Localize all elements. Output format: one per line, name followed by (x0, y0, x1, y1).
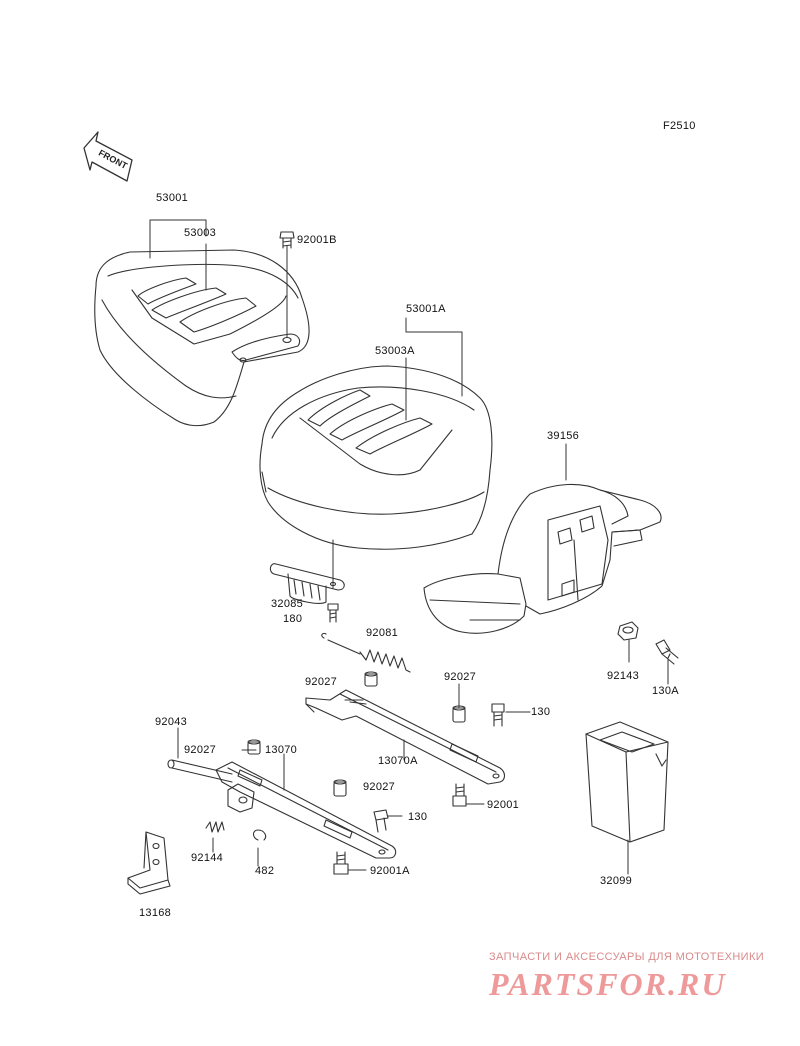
label-92027-d: 92027 (363, 781, 396, 793)
label-32085: 32085 (271, 598, 304, 610)
label-13168: 13168 (139, 907, 172, 919)
label-130-b: 130 (408, 811, 428, 823)
bracket-13168 (127, 831, 171, 895)
bolt-92001A (333, 851, 349, 875)
label-92001A: 92001A (370, 865, 410, 877)
stay-13070A (305, 689, 506, 785)
label-92027-b: 92027 (444, 671, 477, 683)
seat-53001 (94, 249, 310, 427)
pin-92043 (167, 759, 233, 783)
label-92027-a: 92027 (305, 676, 338, 688)
figure-code: F2510 (663, 120, 696, 132)
label-130-a: 130 (531, 706, 551, 718)
bolt-130-b (373, 809, 389, 833)
box-32099 (585, 721, 669, 843)
bolt-92001 (452, 783, 467, 807)
label-92027-c: 92027 (184, 744, 217, 756)
label-32099: 32099 (600, 875, 633, 887)
label-53003A: 53003A (375, 345, 415, 357)
label-92001B: 92001B (297, 234, 337, 246)
stay-13070 (215, 761, 397, 859)
label-39156: 39156 (547, 430, 580, 442)
bolt-130-a (491, 703, 505, 727)
label-180: 180 (283, 613, 303, 625)
label-482: 482 (255, 865, 275, 877)
clip-482 (252, 829, 267, 841)
label-53001A: 53001A (406, 303, 446, 315)
collar-92027-b (452, 705, 466, 723)
label-130A: 130A (652, 685, 679, 697)
label-92001: 92001 (487, 799, 520, 811)
label-13070A: 13070A (378, 755, 418, 767)
label-92081: 92081 (366, 627, 399, 639)
spring-92081 (321, 632, 411, 673)
bolt-92001B (279, 231, 295, 249)
collar-92027-c (247, 739, 261, 755)
watermark-logo: PARTSFOR.RU (489, 966, 727, 1002)
label-92144: 92144 (191, 852, 224, 864)
bolt-130A (655, 639, 679, 665)
collar-92027-d (333, 779, 347, 797)
carrier-39156 (423, 483, 662, 634)
front-arrow-icon: FRONT (83, 131, 133, 182)
watermark-caption: ЗАПЧАСТИ И АКСЕССУАРЫ ДЛЯ МОТОТЕХНИКИ (489, 951, 765, 963)
label-53001: 53001 (156, 192, 189, 204)
seat-53001A (259, 365, 493, 550)
spring-92144 (205, 821, 225, 833)
leader-lines (149, 219, 669, 875)
label-92143: 92143 (607, 670, 640, 682)
label-53003: 53003 (184, 227, 217, 239)
bolt-180 (327, 603, 339, 623)
bracket-32085 (269, 563, 345, 604)
collar-92027-a (364, 671, 378, 687)
nut-92143 (617, 621, 639, 641)
label-13070: 13070 (265, 744, 298, 756)
label-92043: 92043 (155, 716, 188, 728)
